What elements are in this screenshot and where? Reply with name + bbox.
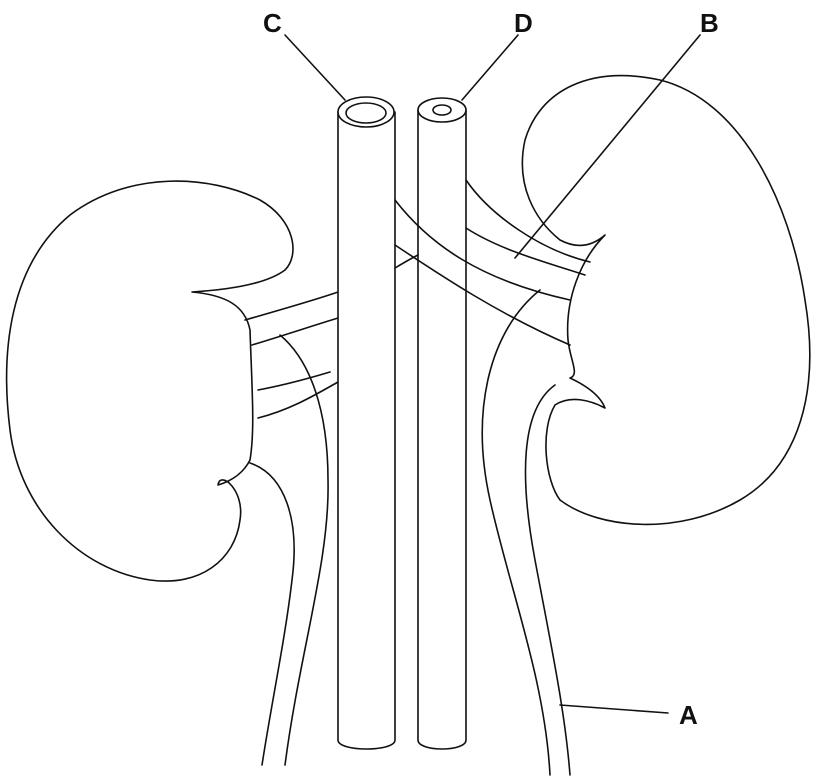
aorta-d-opening [418,98,466,122]
label-b: B [700,8,719,38]
left-ureter-outer [250,463,294,765]
left-renal-artery-upper [258,372,330,390]
leader-line-c [285,35,345,100]
right-ureter-inner [482,290,550,775]
label-d: D [514,8,533,38]
vena-cava-c [338,112,395,749]
right-renal-artery-upper [466,180,590,262]
leader-line-a [560,705,668,713]
leader-line-b [515,35,700,258]
leader-line-d [462,35,518,100]
label-c: C [263,8,282,38]
aorta-d [418,110,466,749]
right-ureter-outer [525,385,570,775]
left-renal-vein-lower [252,318,338,345]
label-a: A [679,700,698,730]
left-renal-vein-upper [245,292,338,320]
right-renal-vessel-stub [395,255,418,268]
left-ureter-inner [280,335,328,765]
left-kidney [7,181,293,581]
right-kidney [522,76,809,525]
